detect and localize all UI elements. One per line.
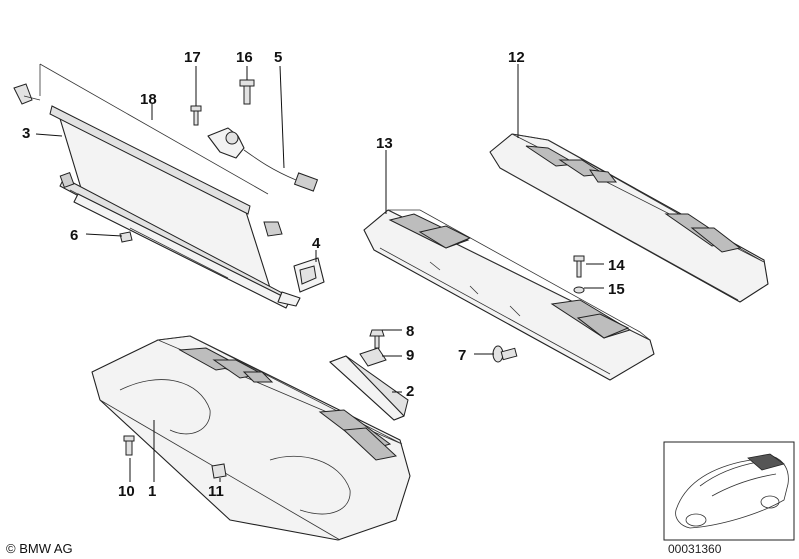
callout-labels: 1 2 3 4 5 6 7 8 9 10 11 12 13 14 15 16 1… <box>22 49 625 500</box>
callout-6: 6 <box>70 227 78 244</box>
callout-10: 10 <box>118 483 135 500</box>
callout-14: 14 <box>608 257 625 274</box>
callout-4: 4 <box>312 235 321 252</box>
bolt-16 <box>239 79 255 105</box>
callout-13: 13 <box>376 135 393 152</box>
clip-9 <box>359 347 387 367</box>
callout-18: 18 <box>140 91 157 108</box>
callout-12: 12 <box>508 49 525 66</box>
parcel-shelf-12 <box>489 133 769 303</box>
copyright-label: © BMW AG <box>6 541 73 556</box>
expanding-rivet-7 <box>492 345 518 363</box>
blind-end-clip <box>263 221 283 237</box>
vehicle-thumbnail <box>663 441 795 541</box>
callout-16: 16 <box>236 49 253 66</box>
parcel-shelf-13 <box>363 209 655 381</box>
callout-1: 1 <box>148 483 156 500</box>
clip-nut <box>119 231 133 243</box>
callout-7: 7 <box>458 347 466 364</box>
screw-10 <box>123 435 135 456</box>
leader-lines <box>35 64 604 482</box>
screw-17 <box>190 105 202 126</box>
retaining-pin <box>13 83 41 105</box>
callout-2: 2 <box>406 383 414 400</box>
nut-11 <box>211 463 227 479</box>
clip-8 <box>369 329 385 349</box>
callout-8: 8 <box>406 323 414 340</box>
callout-5: 5 <box>274 49 282 66</box>
holder-bracket <box>293 257 325 293</box>
screw-14 <box>573 255 585 278</box>
callout-15: 15 <box>608 281 625 298</box>
washer-15 <box>573 286 585 294</box>
cover-strip <box>329 355 409 421</box>
callout-11: 11 <box>208 483 224 500</box>
callout-17: 17 <box>184 49 201 66</box>
document-number: 00031360 <box>668 542 722 556</box>
rear-window-roller-sunblind <box>39 63 301 309</box>
parcel-shelf-1 <box>91 335 411 541</box>
callout-3: 3 <box>22 125 30 142</box>
cable-connector <box>207 127 319 192</box>
callout-9: 9 <box>406 347 414 364</box>
